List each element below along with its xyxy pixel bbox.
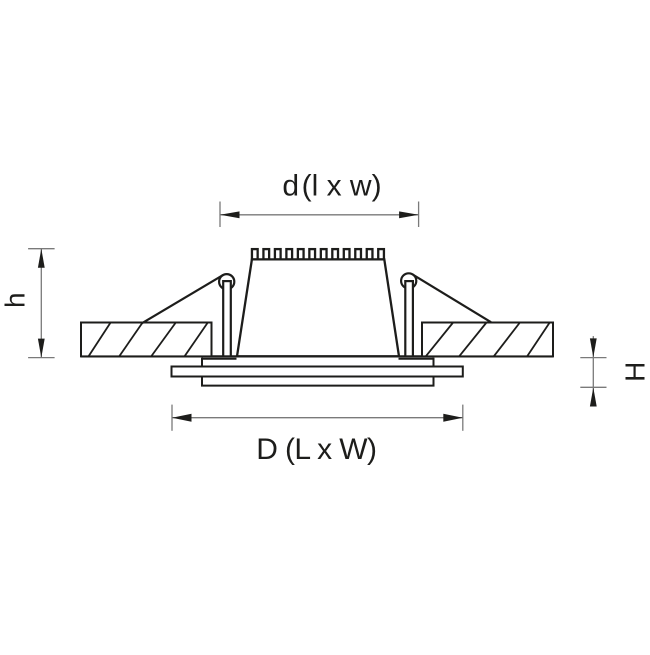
svg-text:H: H [620, 362, 650, 382]
svg-text:d (l x w): d (l x w) [282, 170, 381, 203]
svg-text:h: h [0, 292, 31, 308]
svg-text:D (L x W): D (L x W) [256, 433, 376, 466]
